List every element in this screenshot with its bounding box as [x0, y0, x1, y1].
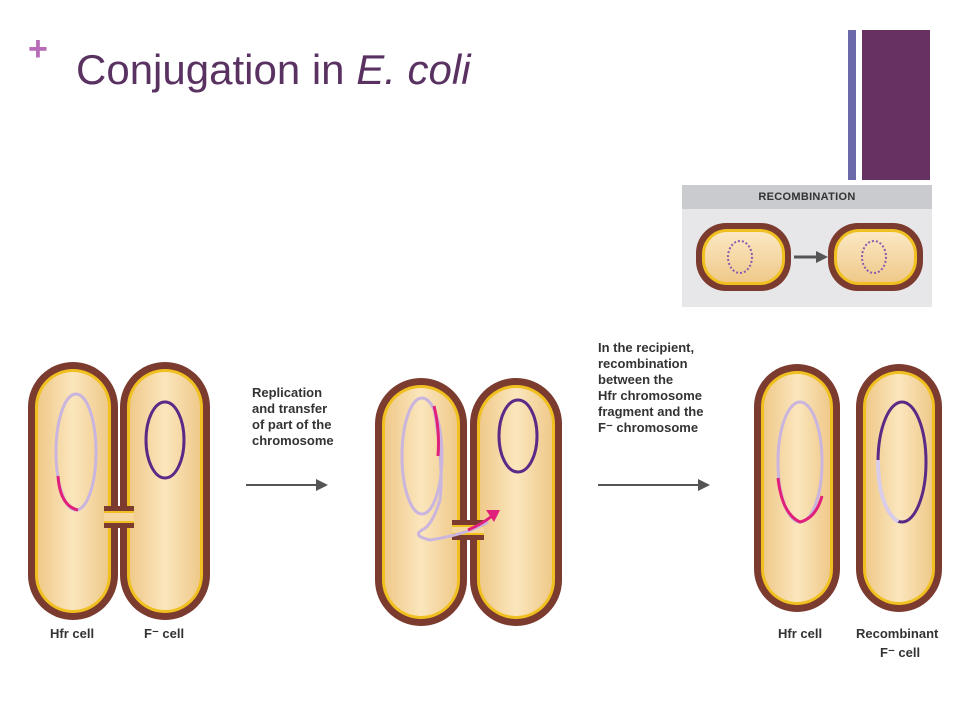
stage2-transfer-segment — [432, 405, 440, 457]
stage2-f-chromosome — [497, 398, 539, 474]
stage3-cells — [754, 364, 942, 612]
stage1-hfr-cell — [28, 362, 118, 620]
stage2-transfer-arrow — [467, 514, 493, 532]
stage3-hfr-segment — [776, 477, 824, 524]
title-italic-text: E. coli — [356, 46, 471, 93]
label-hfr-cell-right: Hfr cell — [778, 626, 823, 641]
stage3-recombined-segment — [876, 459, 900, 524]
inset-arrow — [794, 251, 828, 263]
stage1-bridge — [104, 506, 134, 528]
decor-thin-bar — [848, 30, 856, 180]
inset-cell-before — [696, 223, 791, 291]
stage2-recipient-cell — [470, 378, 562, 626]
stage1-transfer-segment — [56, 475, 79, 512]
stage1-cells — [28, 362, 210, 620]
stage2-cells — [375, 378, 562, 626]
stage2-transfer-arrowhead — [486, 510, 500, 522]
inset-cell-after — [828, 223, 923, 291]
label-replication-transfer: Replication and transfer of part of the … — [252, 385, 334, 448]
inset-header: RECOMBINATION — [682, 185, 932, 209]
stage2-hfr-chromosome — [400, 396, 444, 516]
label-f-minus-cell: F⁻ cell — [144, 626, 185, 641]
arrow-1 — [246, 479, 328, 491]
stage2-hfr-cell — [375, 378, 467, 626]
decor-thick-bar — [862, 30, 930, 180]
arrow-2 — [598, 479, 710, 491]
label-recombinant-line1: Recombinant — [856, 626, 939, 641]
stage1-f-chromosome — [144, 400, 186, 480]
label-recombination-step: In the recipient, recombination between … — [598, 340, 704, 435]
label-recombinant-line2: F⁻ cell — [880, 645, 921, 660]
label-hfr-cell-left: Hfr cell — [50, 626, 95, 641]
slide-bullet-plus: + — [28, 30, 48, 68]
page-title: Conjugation in E. coli — [76, 46, 471, 94]
stage2-transfer-strand — [416, 407, 489, 542]
title-text: Conjugation in — [76, 46, 357, 93]
conjugation-diagram — [28, 362, 942, 626]
recombination-inset: RECOMBINATION — [682, 185, 932, 307]
